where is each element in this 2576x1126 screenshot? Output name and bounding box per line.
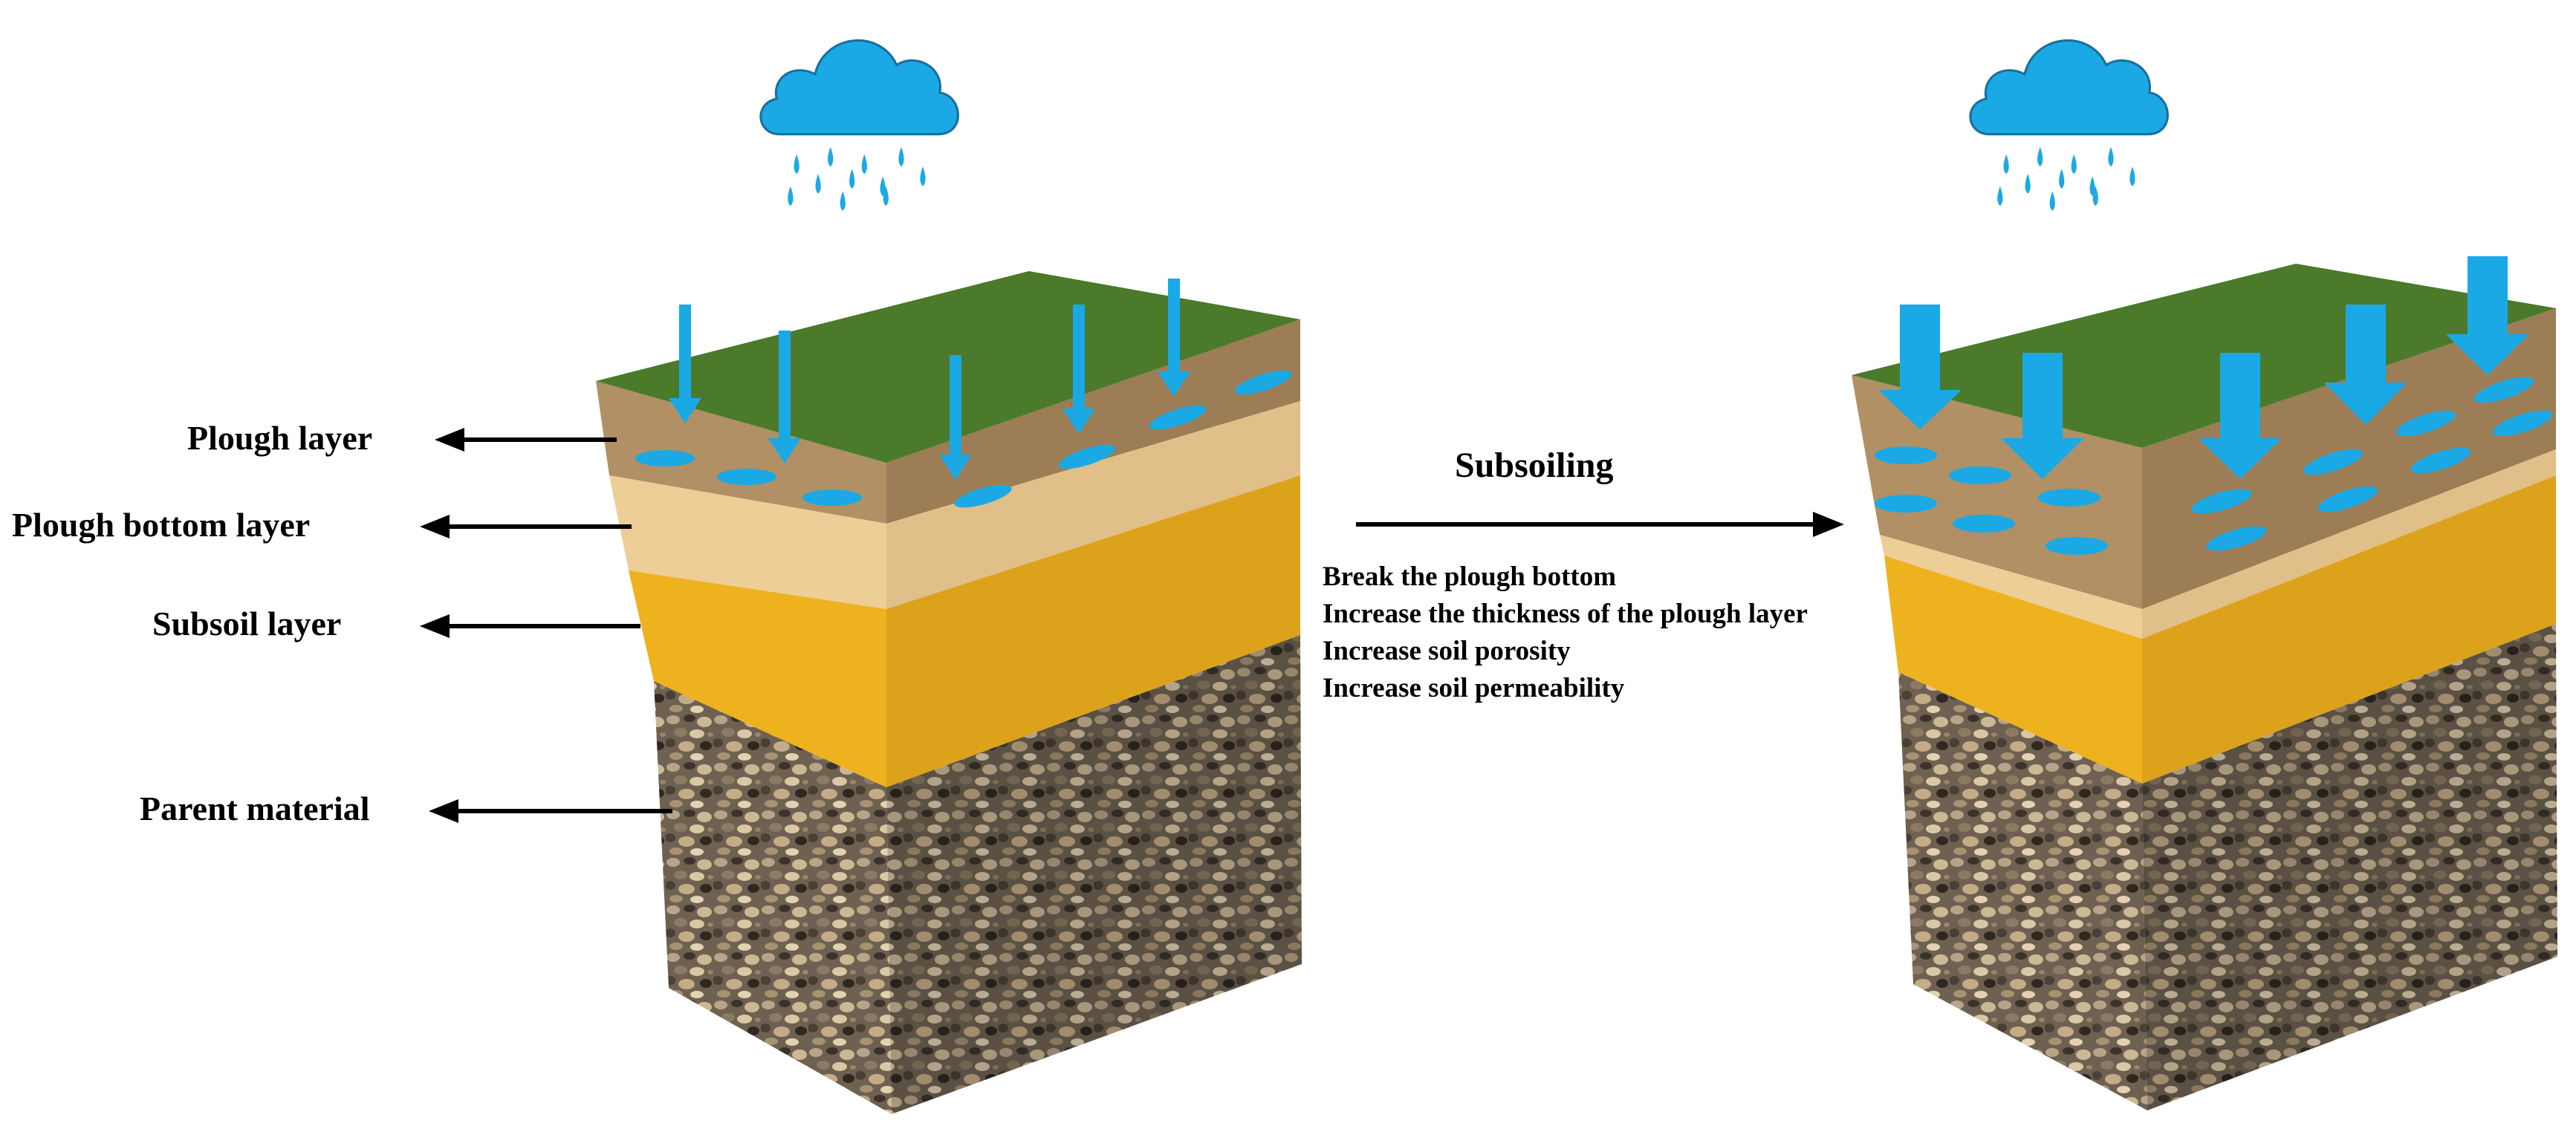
pore-icon [1234,370,1292,395]
water-flow-arrow-icon [1062,305,1095,434]
process-title: Subsoiling [1455,446,1613,485]
subsoil-front-face [629,570,886,787]
water-flow-arrows-before [669,279,1190,480]
water-flow-arrow-icon [2199,353,2282,479]
parent-material-label: Parent material [140,790,370,827]
pore-icon [802,489,862,506]
layer-labels: Plough layer Plough bottom layer Subsoil… [12,419,672,827]
subsoil-right-face [2142,475,2556,784]
pore-icon [2303,449,2364,475]
process-effect-item: Increase soil permeability [1323,673,1625,703]
water-flow-arrow-icon [669,305,701,423]
parent-right-face [2142,624,2557,1110]
grass-top [596,271,1300,463]
water-flow-arrow-icon [939,355,972,480]
process-effect-item: Break the plough bottom [1323,562,1616,592]
rain-cloud-icon [1969,39,2170,212]
pore-icon [1149,405,1207,430]
process-arrow [1356,512,1844,537]
process-effect-item: Increase soil porosity [1323,636,1571,666]
plough-bottom-right-face [2142,449,2556,639]
parent-right-face [886,635,1302,1114]
subsoil-front-face [1884,556,2142,784]
subsoil-right-face [886,475,1300,787]
pore-icon [1953,515,2015,533]
subsoiling-process: Subsoiling Break the plough bottom Incre… [1323,446,1844,703]
water-flow-arrow-icon [1158,279,1190,397]
pore-icon [1949,466,2011,484]
soil-pores-before [635,370,1292,508]
pore-icon [2045,537,2108,555]
pore-icon [2317,486,2378,512]
soil-block-before [596,271,1302,1114]
pore-icon [954,484,1012,508]
parent-material-pointer-arrow [429,799,672,823]
plough-layer-pointer-arrow [435,428,617,452]
plough-layer-right-face [886,319,1300,524]
plough-bottom-layer-label: Plough bottom layer [12,506,310,544]
plough-bottom-pointer-arrow [420,515,632,538]
pore-icon [2038,489,2100,507]
pore-icon [2206,526,2267,551]
pore-icon [2473,377,2534,403]
water-flow-arrow-icon [2324,305,2407,425]
water-flow-arrow-icon [1878,305,1962,429]
plough-bottom-right-face [886,401,1300,609]
pore-icon [2191,489,2252,514]
water-flow-arrows-after [1878,256,2529,479]
pore-icon [1058,444,1116,469]
plough-bottom-front-face [1880,535,2142,639]
pore-icon [717,469,776,485]
water-flow-arrow-icon [2446,256,2529,375]
parent-front-face [654,681,892,1114]
plough-bottom-front-face [609,475,886,609]
process-effect-item: Increase the thickness of the plough lay… [1323,599,1808,629]
pore-icon [1875,495,1937,512]
pore-icon [2395,410,2456,437]
pore-icon [635,450,695,466]
pore-icon [1875,446,1937,464]
subsoil-pointer-arrow [420,614,640,638]
soil-pores-after [1875,377,2553,555]
subsoil-layer-label: Subsoil layer [152,605,341,642]
pore-icon [2410,447,2471,474]
rain-cloud-icon [759,39,960,212]
parent-front-face [1898,672,2147,1110]
plough-layer-label: Plough layer [187,419,372,457]
water-flow-arrow-icon [768,331,801,463]
pore-icon [2492,410,2553,437]
plough-layer-front-face [596,381,886,524]
water-flow-arrow-icon [2001,353,2084,479]
